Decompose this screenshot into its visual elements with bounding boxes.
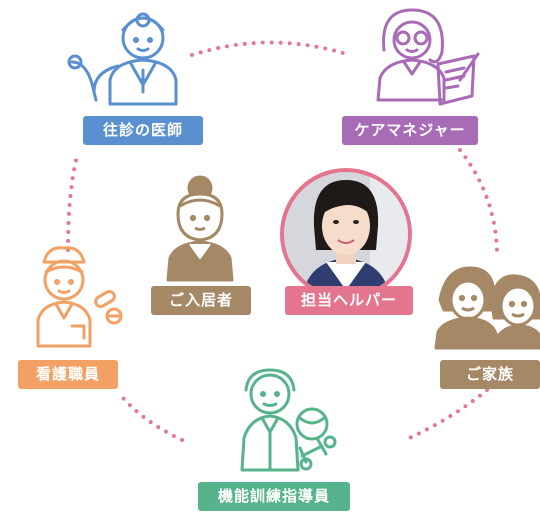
helper-label: 担当ヘルパー — [285, 286, 413, 315]
doctor-icon — [67, 12, 178, 106]
dotted-connector — [66, 40, 499, 442]
care-manager-icon — [376, 8, 480, 106]
resident-label: ご入居者 — [151, 286, 251, 315]
resident-icon — [166, 175, 234, 282]
therapist-label: 機能訓練指導員 — [198, 482, 350, 511]
nurse-icon — [36, 246, 123, 348]
family-label: ご家族 — [440, 360, 540, 389]
therapist-icon — [240, 368, 337, 472]
care-manager-label: ケアマネジャー — [342, 116, 478, 145]
doctor-label: 往診の医師 — [83, 116, 203, 145]
nurse-label: 看護職員 — [18, 360, 118, 389]
family-icon — [434, 266, 540, 350]
helper-photo — [280, 168, 412, 300]
